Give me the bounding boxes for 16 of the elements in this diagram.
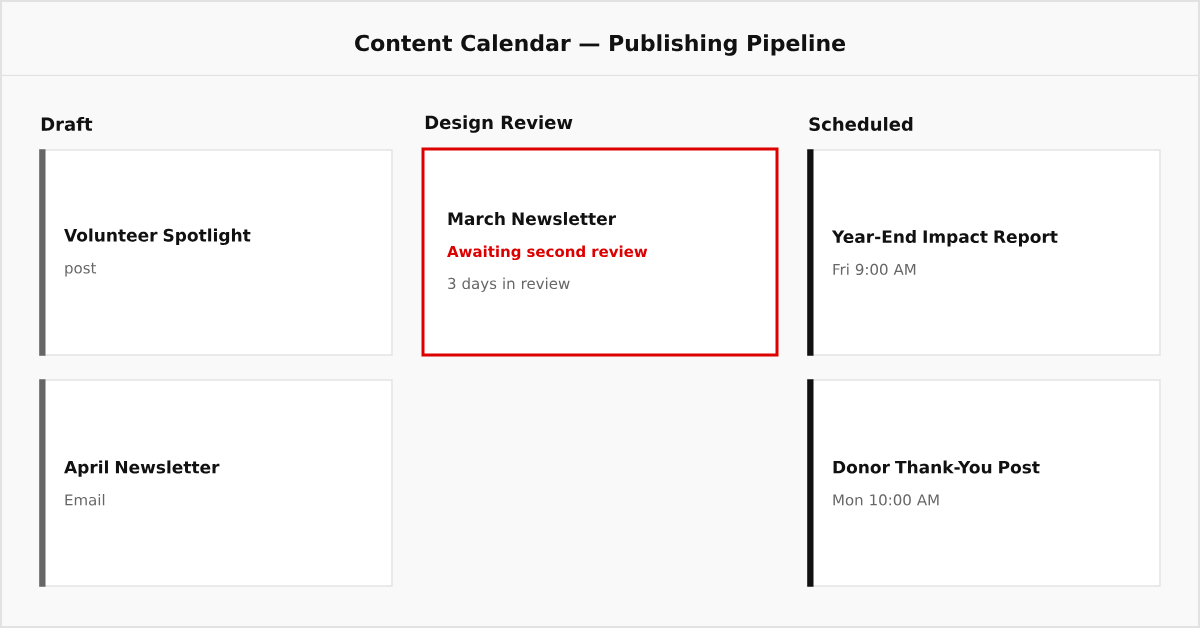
- card: [421, 147, 779, 357]
- card-title: March Newsletter: [448, 211, 616, 226]
- card-subtitle: Fri 9:00 AM: [833, 263, 916, 276]
- card-title: Year-End Impact Report: [831, 229, 1058, 247]
- column-heading: Design Review: [425, 115, 573, 133]
- card-title: April Newsletter: [64, 460, 220, 477]
- card-subtitle: 3 days in review: [448, 277, 570, 292]
- column-heading: Draft: [41, 117, 93, 131]
- card-title: Volunteer Spotlight: [64, 228, 251, 246]
- card-subtitle: post: [65, 262, 97, 277]
- column-heading: Scheduled: [809, 117, 913, 131]
- status-text: Awaiting second review: [447, 245, 648, 261]
- card-subtitle: Email: [65, 493, 105, 506]
- title: Content Calendar — Publishing Pipeline: [355, 34, 845, 56]
- card-subtitle: Mon 10:00 AM: [833, 494, 939, 506]
- card-title: Donor Thank-You Post: [833, 460, 1040, 474]
